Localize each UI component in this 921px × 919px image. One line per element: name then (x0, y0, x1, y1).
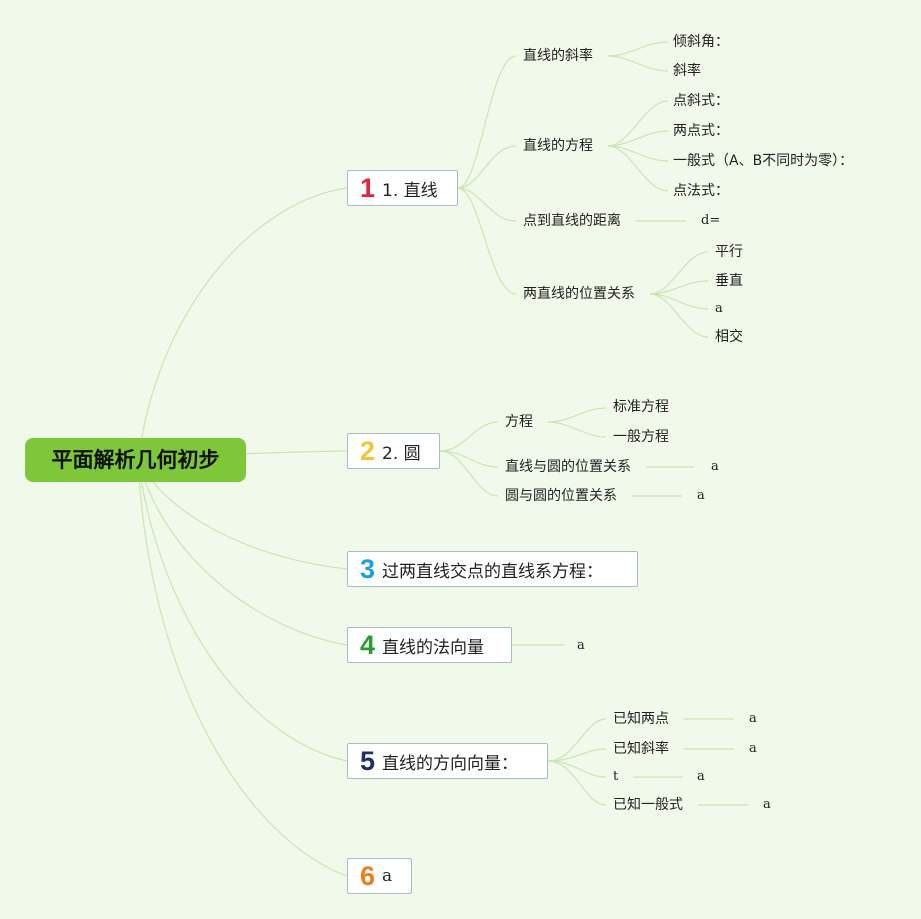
number-4-icon: 4 (360, 629, 376, 660)
number-5-icon: 5 (360, 745, 376, 776)
normal-vector-value[interactable]: a (577, 638, 585, 653)
topic-inclination-angle[interactable]: 倾斜角： (673, 34, 729, 50)
branch-circle-label: 2. 圆 (382, 443, 421, 464)
topic-general-equation[interactable]: 一般方程 (613, 429, 669, 445)
topic-known-slope[interactable]: 已知斜率 (613, 741, 669, 757)
topic-known-general-form[interactable]: 已知一般式 (613, 797, 683, 813)
t-value[interactable]: a (697, 769, 705, 784)
branch-normal-vector-label: 直线的法向量 (382, 637, 485, 658)
number-3-icon: 3 (360, 553, 376, 584)
topic-parallel[interactable]: 平行 (715, 244, 743, 260)
branch-line[interactable]: 1 1. 直线 (347, 170, 458, 206)
branch-normal-vector[interactable]: 4 直线的法向量 (347, 627, 512, 663)
known-two-points-value[interactable]: a (749, 711, 757, 726)
topic-slope[interactable]: 直线的斜率 (523, 48, 593, 64)
branch-direction-vector-label: 直线的方向向量： (382, 753, 519, 774)
topic-t[interactable]: t (613, 769, 619, 784)
topic-two-point[interactable]: 两点式： (673, 123, 729, 139)
topic-perpendicular[interactable]: 垂直 (715, 273, 743, 289)
topic-intersect[interactable]: 相交 (715, 329, 743, 345)
branch-direction-vector[interactable]: 5 直线的方向向量： (347, 743, 548, 779)
topic-general-form[interactable]: 一般式（A、B不同时为零）： (673, 153, 854, 169)
branch-line-label: 1. 直线 (382, 180, 438, 201)
known-general-form-value[interactable]: a (763, 797, 771, 812)
topic-circle-circle-relation[interactable]: 圆与圆的位置关系 (505, 488, 617, 504)
topic-circle-equation[interactable]: 方程 (505, 414, 533, 430)
branch-circle[interactable]: 2 2. 圆 (347, 433, 440, 469)
number-6-icon: 6 (360, 860, 376, 891)
branch-line-family-label: 过两直线交点的直线系方程： (382, 561, 604, 582)
root-topic[interactable]: 平面解析几何初步 (25, 438, 246, 482)
branch-line-family[interactable]: 3 过两直线交点的直线系方程： (347, 551, 638, 587)
topic-slope-value[interactable]: 斜率 (673, 63, 701, 79)
branch-six-label: a (382, 866, 393, 886)
topic-point-normal[interactable]: 点法式： (673, 183, 729, 199)
topic-line-circle-relation[interactable]: 直线与圆的位置关系 (505, 459, 631, 475)
number-1-icon: 1 (360, 172, 376, 203)
circle-circle-value[interactable]: a (697, 488, 705, 503)
topic-point-slope[interactable]: 点斜式： (673, 93, 729, 109)
distance-formula[interactable]: d= (701, 213, 721, 228)
line-circle-value[interactable]: a (711, 459, 719, 474)
topic-two-lines-relation[interactable]: 两直线的位置关系 (523, 286, 635, 302)
topic-relation-a[interactable]: a (715, 301, 723, 316)
topic-known-two-points[interactable]: 已知两点 (613, 711, 669, 727)
topic-standard-equation[interactable]: 标准方程 (613, 399, 669, 415)
topic-point-line-distance[interactable]: 点到直线的距离 (523, 213, 621, 229)
topic-line-equation[interactable]: 直线的方程 (523, 138, 593, 154)
known-slope-value[interactable]: a (749, 741, 757, 756)
branch-six[interactable]: 6 a (347, 858, 412, 894)
number-2-icon: 2 (360, 435, 376, 466)
